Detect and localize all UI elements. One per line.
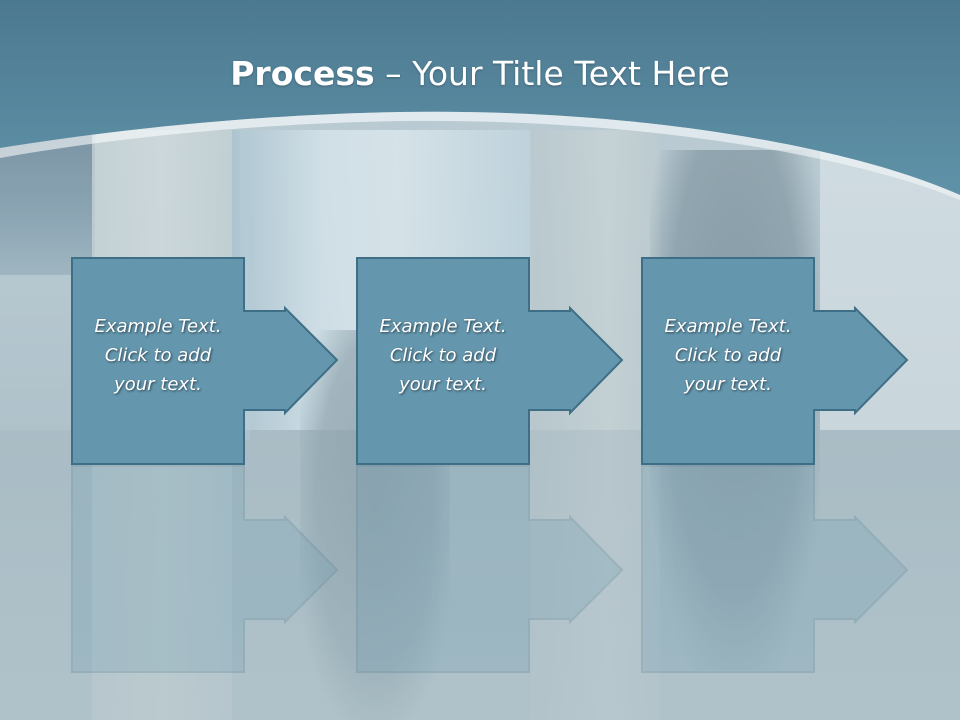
step-3-shape bbox=[641, 257, 909, 673]
slide-title[interactable]: Process – Your Title Text Here bbox=[0, 52, 960, 96]
title-bold-part: Process bbox=[230, 54, 375, 93]
step-3-line-1: Example Text. bbox=[664, 316, 792, 337]
step-3-line-3: your text. bbox=[684, 374, 772, 395]
step-1-arrow-box bbox=[71, 257, 339, 465]
step-3-text[interactable]: Example Text. Click to add your text. bbox=[642, 312, 814, 399]
step-2-line-1: Example Text. bbox=[379, 316, 507, 337]
step-1-line-3: your text. bbox=[114, 374, 202, 395]
step-1-line-2: Click to add bbox=[104, 345, 212, 366]
process-step-2[interactable]: Example Text. Click to add your text. bbox=[356, 256, 697, 673]
step-2-line-2: Click to add bbox=[389, 345, 497, 366]
step-1-text[interactable]: Example Text. Click to add your text. bbox=[72, 312, 244, 399]
step-3-arrow-box bbox=[641, 257, 909, 465]
step-1-line-1: Example Text. bbox=[94, 316, 222, 337]
step-2-arrow-box bbox=[356, 257, 624, 465]
step-2-line-3: your text. bbox=[399, 374, 487, 395]
header-band bbox=[0, 0, 960, 200]
step-1-shape bbox=[71, 257, 339, 673]
process-step-1[interactable]: Example Text. Click to add your text. bbox=[71, 256, 412, 673]
step-3-line-2: Click to add bbox=[674, 345, 782, 366]
process-step-3[interactable]: Example Text. Click to add your text. bbox=[641, 256, 942, 673]
title-rest-part: – Your Title Text Here bbox=[374, 54, 730, 93]
step-2-shape bbox=[356, 257, 624, 673]
step-2-text[interactable]: Example Text. Click to add your text. bbox=[357, 312, 529, 399]
background-floor bbox=[0, 430, 960, 720]
